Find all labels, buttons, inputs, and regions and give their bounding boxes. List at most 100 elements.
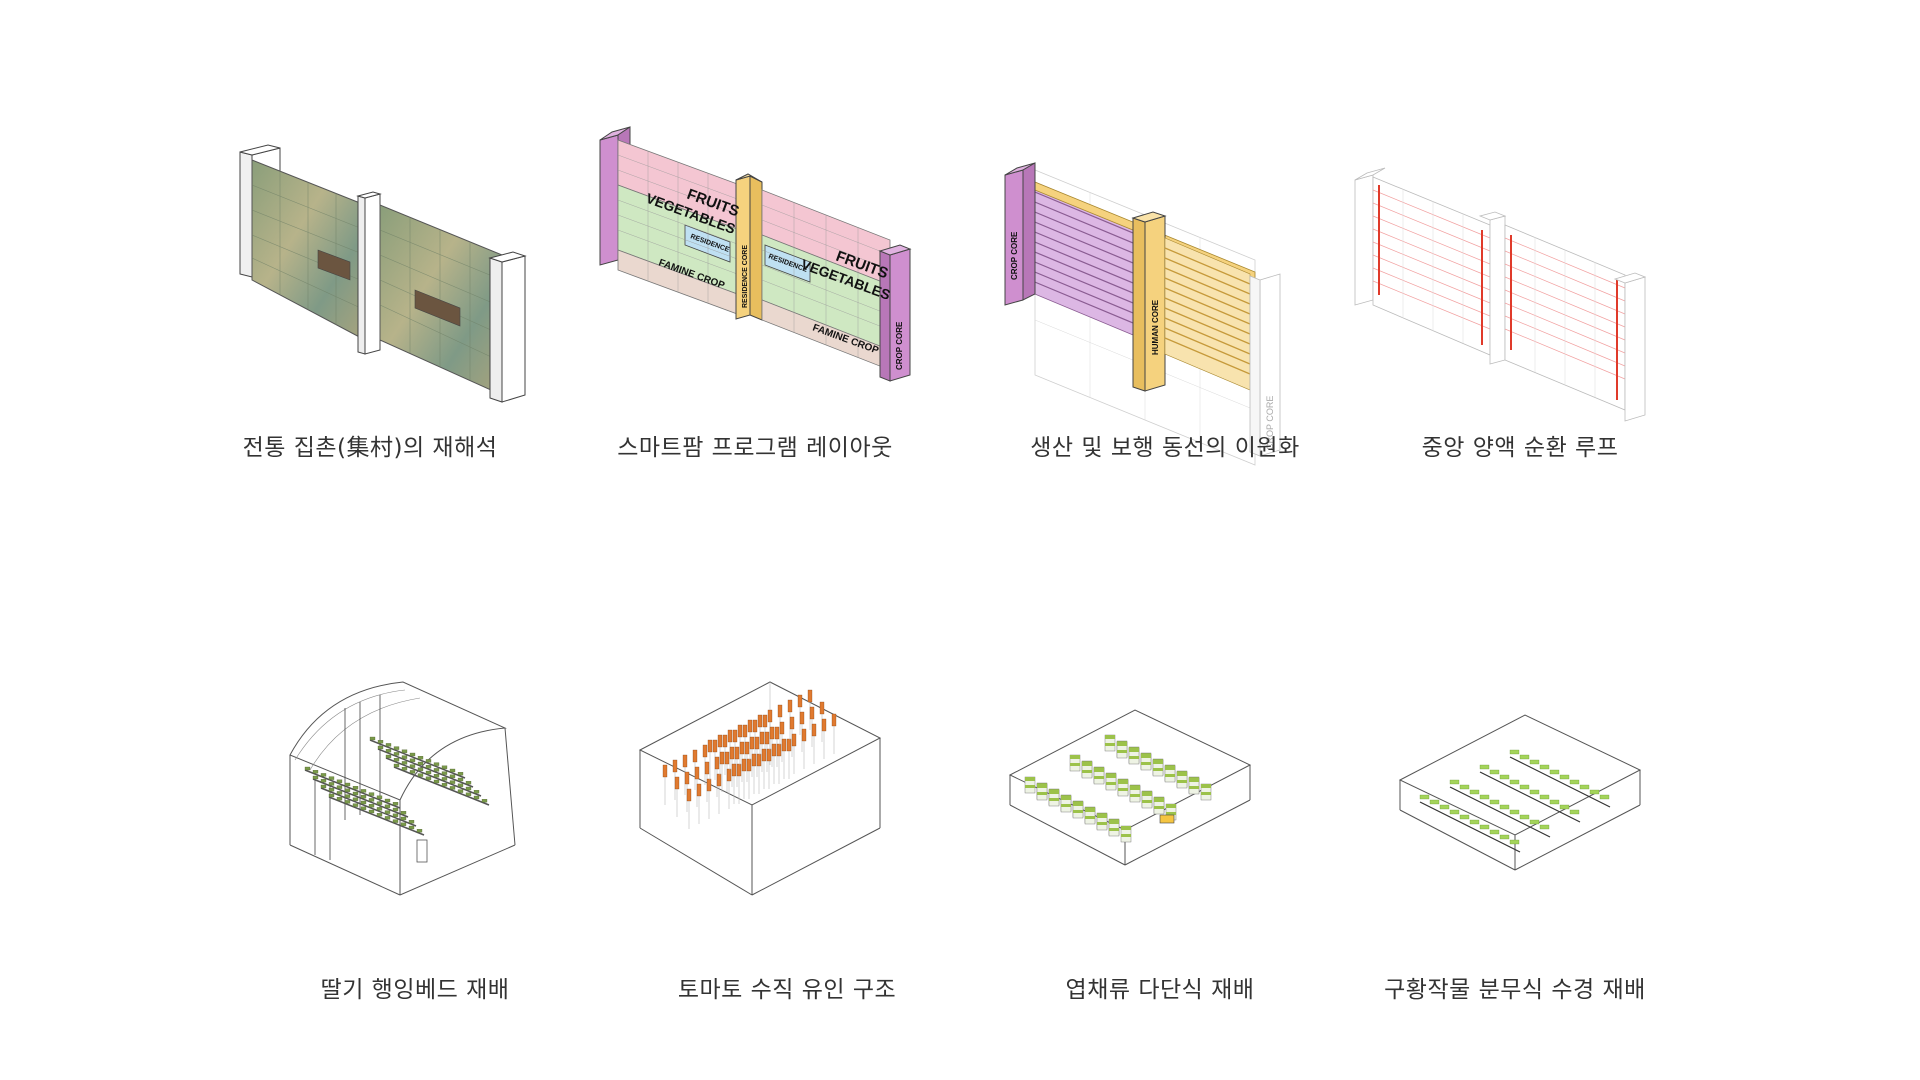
caption-program-layout: 스마트팜 프로그램 레이아웃: [617, 435, 893, 461]
strawberry-plant: [393, 763, 400, 768]
leafy-plant: [1061, 796, 1071, 800]
strawberry-plant: [360, 795, 367, 799]
root-crop-plant: [1529, 789, 1540, 795]
root-crop-plant: [1459, 784, 1470, 790]
bed-frame: [1479, 771, 1581, 823]
strawberry-plant: [368, 804, 375, 808]
leafy-plant: [1153, 768, 1163, 771]
tomato-plant: [744, 741, 750, 755]
root-crop-plant: [1469, 819, 1480, 825]
tomato-plant: [786, 738, 792, 752]
tomato-plant: [752, 719, 758, 733]
strawberry-plant: [344, 800, 351, 804]
tomato-plant: [774, 726, 780, 740]
strawberry-plant: [400, 811, 407, 815]
strawberry-plant: [352, 791, 359, 796]
strawberry-plant: [336, 797, 343, 801]
label-residence-core: RESIDENCE CORE: [742, 245, 749, 308]
root-crop-plant: [1569, 809, 1580, 815]
tomato-plant: [716, 773, 722, 787]
tomato-plant: [791, 733, 797, 747]
panel-circulation: CROP CORE HUMAN CORE CROP CORE 생산 및 보행 동…: [1004, 160, 1385, 470]
strawberry-plant: [409, 758, 416, 762]
strawberry-plant: [409, 764, 416, 768]
root-crop-plant: [1449, 779, 1460, 785]
leafy-plant: [1154, 798, 1164, 802]
leafy-plant: [1142, 800, 1152, 803]
strawberry-plant: [449, 774, 456, 778]
strawberry-plant: [441, 765, 448, 769]
strawberry-plant: [425, 765, 432, 769]
strawberry-plant: [441, 771, 448, 775]
strawberry-plant: [465, 786, 472, 791]
strawberry-plant: [473, 795, 480, 800]
tomato-plant: [754, 736, 760, 750]
root-crop-plant: [1479, 824, 1490, 830]
root-crop-plant: [1519, 814, 1530, 820]
caption-aeroponic: 구황작물 분무식 수경 재배: [1384, 977, 1646, 1003]
strawberry-plant: [368, 798, 375, 802]
strawberry-plant: [400, 822, 407, 826]
strawberry-plant: [376, 801, 383, 805]
root-crop-plant: [1529, 759, 1540, 765]
strawberry-plant: [384, 810, 391, 814]
strawberry-plant: [376, 813, 383, 817]
strawberry-plant: [312, 770, 319, 774]
root-crop-plant: [1519, 784, 1530, 790]
strawberry-plant: [408, 820, 415, 824]
leafy-plant: [1105, 735, 1115, 739]
bed-line: [320, 787, 417, 827]
tomato-plant: [729, 746, 735, 760]
root-crop-plant: [1509, 809, 1520, 815]
tomato-plant: [702, 744, 708, 758]
leafy-plant: [1073, 810, 1083, 813]
program-layout-diagram: FRUITS VEGETABLES RESIDENCE FAMINE CROP …: [599, 126, 912, 382]
circulation-diagram: CROP CORE HUMAN CORE CROP CORE: [1004, 162, 1281, 466]
tomato-plant: [692, 749, 698, 763]
strawberry-plant: [328, 788, 335, 792]
leafy-plant: [1189, 786, 1199, 789]
leafy-plant: [1121, 834, 1131, 837]
strawberry-plant: [344, 794, 351, 798]
caption-nutrient-loop: 중앙 양액 순환 루프: [1421, 435, 1619, 461]
root-crop-plant: [1509, 749, 1520, 755]
strawberry-plant: [320, 784, 327, 789]
panel-program-layout: FRUITS VEGETABLES RESIDENCE FAMINE CROP …: [599, 126, 980, 470]
leafy-plant: [1201, 792, 1211, 795]
leafy-racks: [1024, 734, 1212, 843]
tomato-plant: [704, 761, 710, 775]
root-crop-plant: [1549, 799, 1560, 805]
root-crop-plant: [1499, 804, 1510, 810]
tomato-plant: [777, 704, 783, 718]
tomato-plant: [741, 758, 747, 772]
leafy-plant: [1141, 762, 1151, 765]
strawberry-plant: [328, 782, 335, 786]
leafy-plant: [1106, 782, 1116, 785]
strawberry-plant: [384, 804, 391, 808]
root-crop-plant: [1579, 784, 1590, 790]
strawberry-plant: [425, 770, 432, 775]
root-crop-plant: [1589, 789, 1600, 795]
leafy-plant: [1118, 780, 1128, 784]
strawberry-plant: [392, 802, 399, 806]
strawberry-plant: [320, 773, 327, 777]
tomato-plant: [694, 766, 700, 780]
label-crop-core-purple: CROP CORE: [1010, 231, 1019, 280]
root-crop-plant: [1559, 804, 1570, 810]
tomato-plant: [731, 763, 737, 777]
tomato-plant: [819, 701, 825, 715]
strawberry-plant: [409, 770, 416, 774]
strawberry-plant: [401, 761, 408, 765]
strawberry-plant: [481, 799, 488, 803]
tomato-plant: [797, 694, 803, 708]
root-crop-plant: [1429, 799, 1440, 805]
leafy-plant: [1094, 768, 1104, 772]
strawberry-plant: [441, 777, 448, 781]
tomato-plant: [696, 783, 702, 797]
tomato-room-diagram: [638, 681, 882, 896]
tomato-plant: [809, 706, 815, 720]
tomato-plant: [767, 709, 773, 723]
root-crop-plant: [1489, 829, 1500, 835]
strawberry-plant: [425, 776, 432, 780]
leafy-room-diagram: [1008, 709, 1252, 866]
